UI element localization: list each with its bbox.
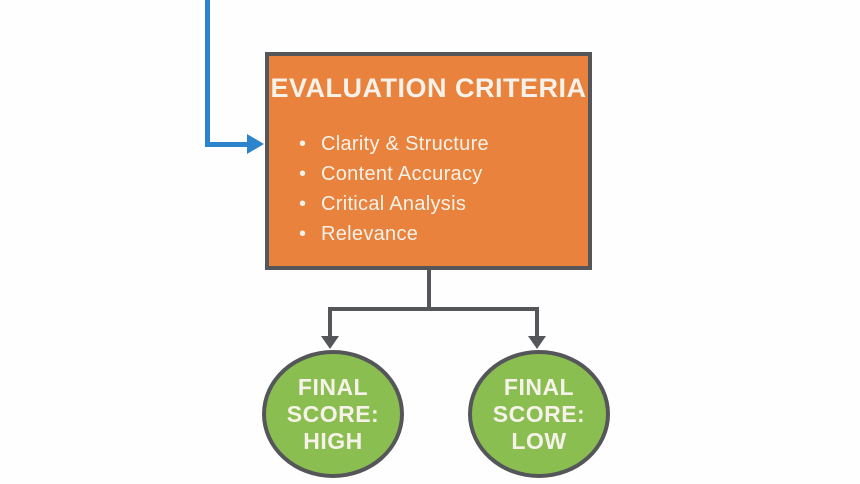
circle-text-line: FINAL <box>503 373 575 400</box>
circle-text-line: LOW <box>511 427 567 454</box>
criteria-item-relevance: Relevance <box>299 219 588 249</box>
circle-text-line: SCORE: <box>286 400 380 427</box>
inbound-arrow-vertical-line <box>205 0 210 147</box>
criteria-list: Clarity & Structure Content Accuracy Cri… <box>269 129 588 249</box>
circle-text-line: HIGH <box>303 427 363 454</box>
arrowhead-down-left-icon <box>321 336 339 349</box>
criteria-item-clarity: Clarity & Structure <box>299 129 588 159</box>
arrowhead-right-icon <box>247 134 264 154</box>
final-score-low-circle: FINAL SCORE: LOW <box>468 350 610 478</box>
criteria-item-analysis: Critical Analysis <box>299 189 588 219</box>
criteria-box-title: EVALUATION CRITERIA <box>270 73 587 103</box>
criteria-item-accuracy: Content Accuracy <box>299 159 588 189</box>
circle-text-line: FINAL <box>297 373 369 400</box>
connector-horizontal-line <box>328 307 539 311</box>
evaluation-criteria-box: EVALUATION CRITERIA Clarity & Structure … <box>265 52 592 270</box>
inbound-arrow-horizontal-line <box>205 142 248 147</box>
final-score-high-circle: FINAL SCORE: HIGH <box>262 350 404 478</box>
connector-right-drop-line <box>535 307 539 338</box>
circle-text-line: SCORE: <box>492 400 586 427</box>
connector-stem-line <box>427 270 431 311</box>
connector-left-drop-line <box>328 307 332 338</box>
arrowhead-down-right-icon <box>528 336 546 349</box>
